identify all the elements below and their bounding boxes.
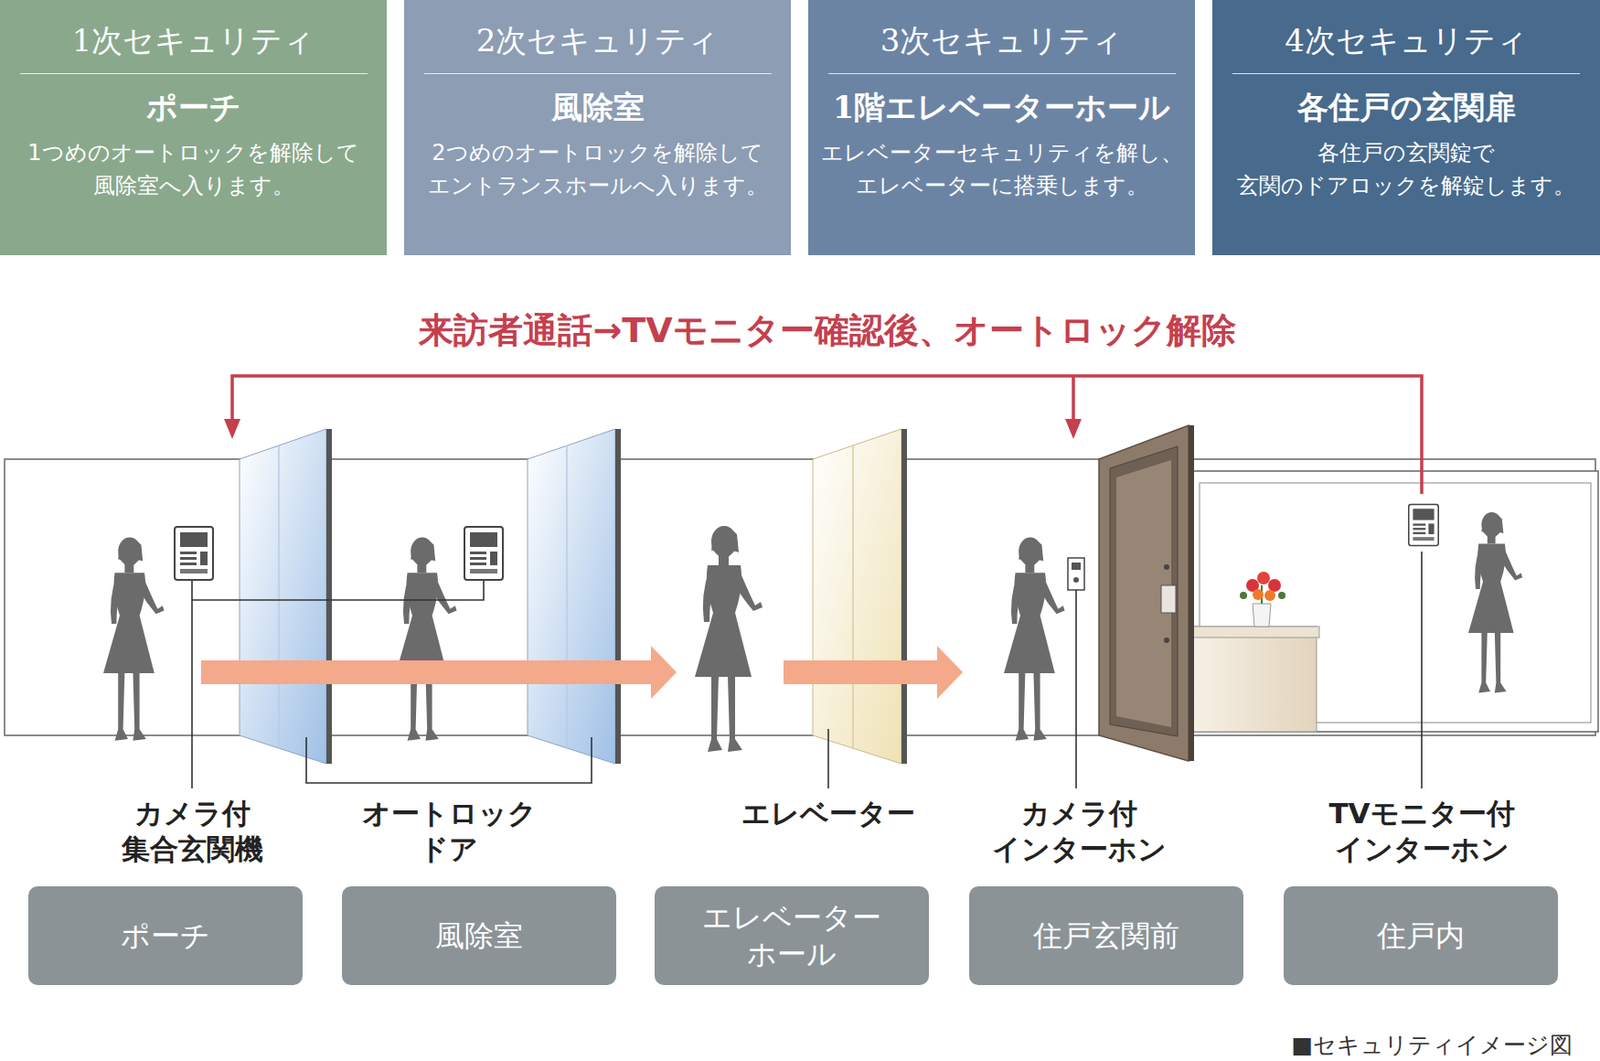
device-label: TVモニター付 インターホン [1307, 795, 1536, 867]
zone-name: エレベーター ホール [668, 898, 916, 972]
security-point-name: ポーチ [12, 86, 374, 128]
device-label: エレベーター [723, 795, 934, 832]
security-level-title: 2次セキュリティ [424, 20, 772, 75]
security-point-name: 1階エレベーターホール [821, 86, 1183, 128]
security-level-panel: 3次セキュリティ 1階エレベーターホールエレベーターセキュリティを解し、 エレベー… [808, 0, 1195, 256]
security-level-title: 3次セキュリティ [828, 20, 1176, 75]
security-description: 1つめのオートロックを解除して 風除室へ入ります。 [12, 136, 374, 203]
security-level-panel: 4次セキュリティ各住戸の玄関扉各住戸の玄関錠で 玄関のドアロックを解錠します。 [1212, 0, 1600, 256]
security-description: エレベーターセキュリティを解し、 エレベーターに搭乗します。 [821, 136, 1183, 203]
zone-name: 住戸内 [1297, 917, 1545, 954]
security-point-name: 各住戸の玄関扉 [1226, 86, 1588, 128]
security-level-panel: 1次セキュリティポーチ 1つめのオートロックを解除して 風除室へ入ります。 [0, 0, 387, 256]
zone-box: 住戸内 [1283, 885, 1558, 985]
zone-box: 風除室 [341, 885, 617, 985]
zone-name: ポーチ [42, 917, 289, 954]
security-level-title: 4次セキュリティ [1232, 20, 1580, 75]
security-level-panel: 2次セキュリティ風除室 2つめのオートロックを解除して エントランスホールへ入りま… [404, 0, 791, 256]
device-label: カメラ付 集合玄関機 [86, 795, 298, 867]
zone-name: 住戸玄関前 [982, 917, 1230, 954]
call-flow-note: 来訪者通話→TVモニター確認後、オートロック解除 [370, 309, 1285, 353]
figure-caption: ■セキュリティイメージ図 [1290, 1029, 1573, 1060]
zone-name: 風除室 [355, 917, 603, 954]
zone-box: エレベーター ホール [654, 885, 929, 985]
security-description: 各住戸の玄関錠で 玄関のドアロックを解錠します。 [1226, 136, 1588, 203]
security-point-name: 風除室 [416, 86, 779, 128]
security-description: 2つめのオートロックを解除して エントランスホールへ入ります。 [416, 136, 779, 203]
zone-box: 住戸玄関前 [969, 885, 1244, 985]
device-label: カメラ付 インターホン [973, 795, 1184, 867]
zone-box: ポーチ [28, 885, 303, 985]
security-level-title: 1次セキュリティ [20, 20, 368, 75]
device-label: オートロック ドア [343, 795, 555, 867]
